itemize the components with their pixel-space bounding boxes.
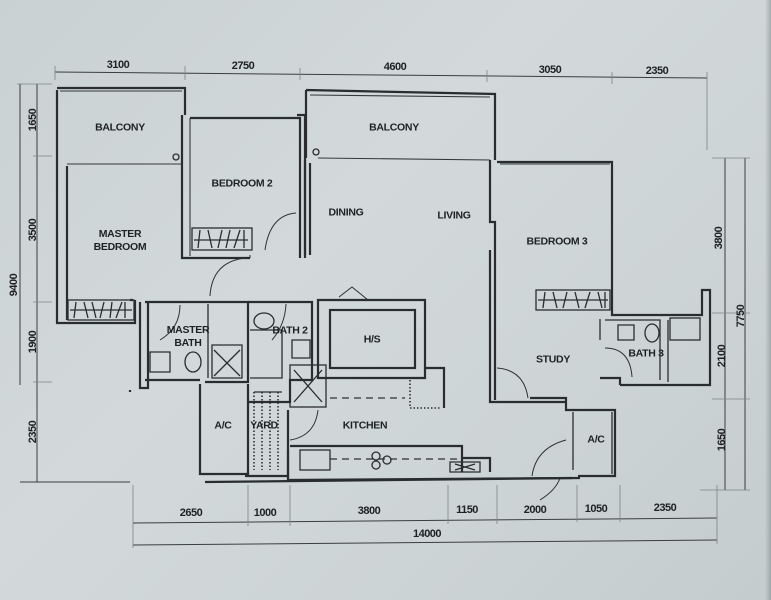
dimension-bottom: 2650 [179,507,203,519]
dimension-right: 2100 [716,344,728,368]
dimension-bottom: 1000 [253,507,277,519]
room-label-master-bedroom: MASTER BEDROOM [94,228,147,254]
dimension-right-total: 7750 [735,304,747,328]
room-label-master-bath: MASTER BATH [167,324,210,350]
dimension-right: 3800 [713,226,725,250]
dimension-left-total: 9400 [8,273,20,297]
dimension-top: 3100 [106,59,130,71]
dimension-top: 3050 [538,64,562,76]
dimension-left: 2350 [27,420,39,444]
room-label-bedroom-3: BEDROOM 3 [526,235,588,248]
room-label-line-1: MASTER [98,228,142,240]
room-label-kitchen: KITCHEN [342,419,388,432]
dimension-top: 4600 [383,61,407,73]
dimension-bottom: 2000 [523,504,547,516]
dimension-bottom: 3800 [357,505,381,517]
dimension-left: 1900 [27,330,39,354]
dimension-right: 1650 [716,428,728,452]
room-label-yard: YARD [250,419,278,432]
dimension-top: 2350 [645,65,669,77]
dimension-left: 1650 [27,108,39,132]
dimension-left: 3500 [27,218,39,242]
paper-edge-shadow [765,0,771,600]
room-label-line-2: BATH [174,337,202,349]
dimension-top: 2750 [231,60,255,72]
dimension-bottom: 1050 [584,503,608,515]
doors [159,212,633,501]
room-label-hs: H/S [363,333,381,346]
room-label-study: STUDY [535,353,571,366]
room-label-bath-3: BATH 3 [628,347,664,360]
room-label-line-1: MASTER [166,324,210,336]
room-label-dining: DINING [328,206,364,219]
dimension-bottom-total: 14000 [412,528,442,540]
room-label-ac: A/C [587,433,605,446]
room-label-ac: A/C [214,419,232,432]
walls [55,86,712,484]
dimension-lines [17,66,750,548]
room-label-line-2: BEDROOM [93,241,147,253]
dimension-bottom: 2350 [653,502,677,514]
room-label-balcony: BALCONY [369,121,419,134]
room-label-balcony: BALCONY [95,121,145,134]
room-label-bedroom-2: BEDROOM 2 [211,177,273,190]
dimension-bottom: 1150 [456,504,478,516]
room-label-bath-2: BATH 2 [272,324,308,337]
room-label-living: LIVING [437,209,471,222]
